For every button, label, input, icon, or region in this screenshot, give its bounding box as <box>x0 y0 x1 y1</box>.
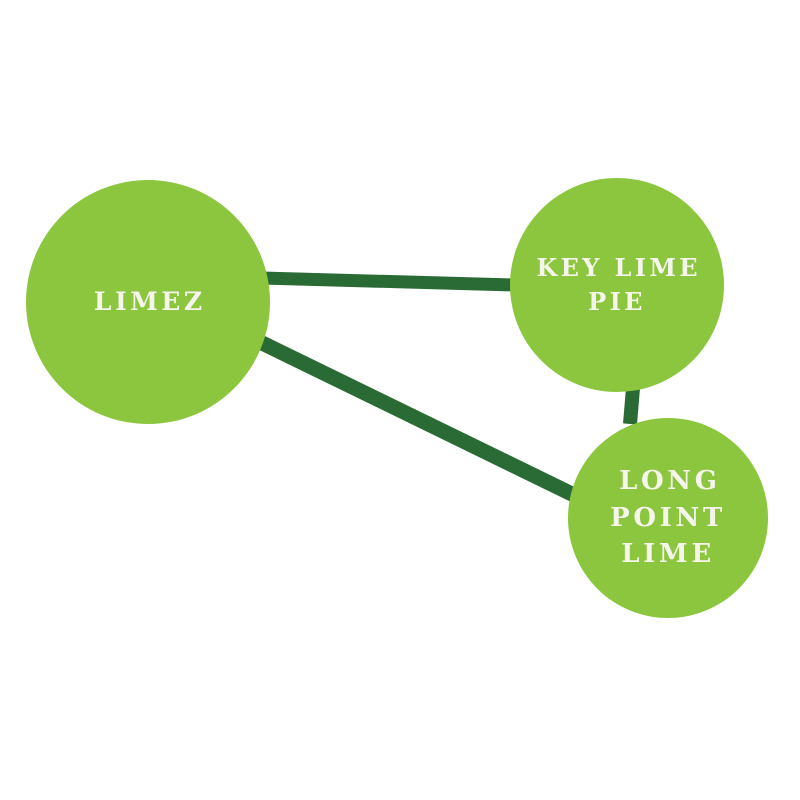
edge-limez-long-point-lime <box>254 334 582 504</box>
graph-node-long-point-lime[interactable]: LONG POINT LIME <box>568 418 768 618</box>
graph-node-limez[interactable]: LIMEZ <box>26 180 270 424</box>
graph-node-label-long-point-lime: LONG POINT LIME <box>610 465 726 570</box>
graph-node-label-limez: LIMEZ <box>93 287 206 317</box>
graph-node-key-lime-pie[interactable]: KEY LIME PIE <box>510 178 724 392</box>
graph-node-label-key-lime-pie: KEY LIME PIE <box>536 252 701 316</box>
edge-limez-key-lime-pie <box>261 271 516 292</box>
edge-key-lime-pie-long-point-lime <box>623 387 640 425</box>
